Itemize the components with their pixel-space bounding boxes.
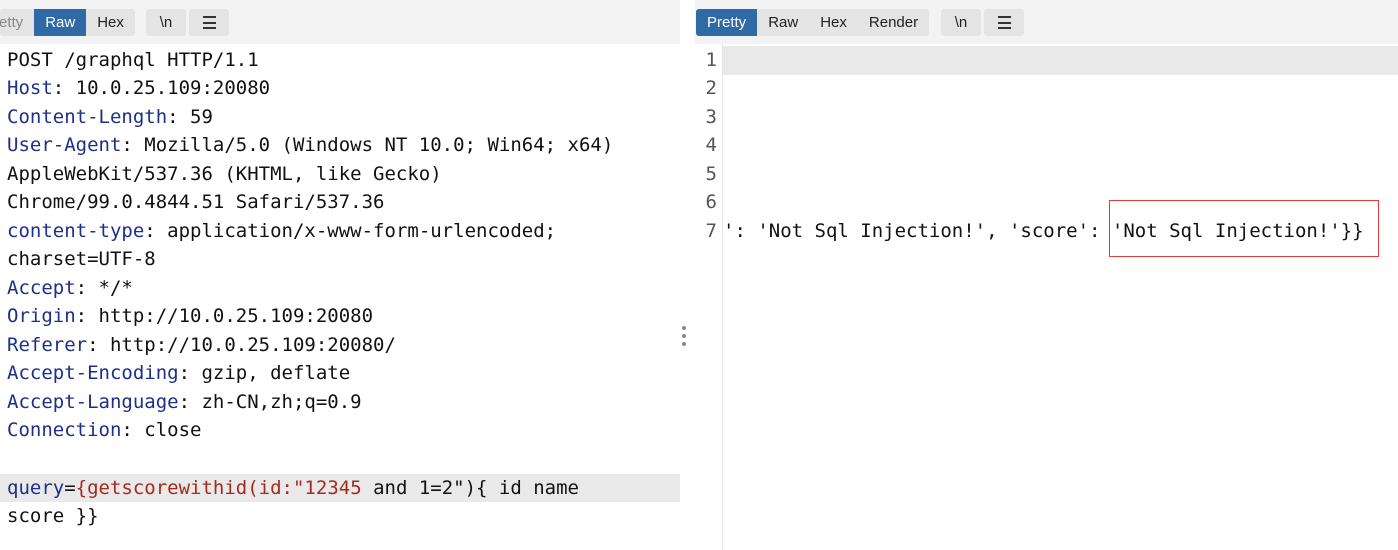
line-number: 6 <box>705 191 717 213</box>
body-param-rest: and 1=2"){ id name <box>361 477 579 499</box>
header-line: Origin: http://10.0.25.109:20080 <box>7 302 373 330</box>
hamburger-menu-icon <box>202 16 216 29</box>
current-line-highlight <box>723 46 1398 75</box>
header-key: User-Agent <box>7 134 122 156</box>
request-view-tabs: etty Raw Hex <box>0 9 135 36</box>
pane-divider <box>722 44 723 550</box>
tab-pretty[interactable]: Pretty <box>696 9 758 36</box>
pane-resize-handle[interactable] <box>681 326 687 346</box>
request-line: POST /graphql HTTP/1.1 <box>7 49 259 71</box>
header-line: Referer: http://10.0.25.109:20080/ <box>7 331 396 359</box>
header-line: Chrome/99.0.4844.51 Safari/537.36 <box>7 188 385 216</box>
header-key: Content-Length <box>7 106 168 128</box>
response-menu-button[interactable] <box>984 9 1024 36</box>
header-value: : close <box>121 419 202 441</box>
hamburger-menu-icon <box>997 16 1011 29</box>
line-number: 1 <box>705 49 717 71</box>
header-key: Accept-Language <box>7 391 179 413</box>
header-value: AppleWebKit/537.36 (KHTML, like Gecko) <box>7 163 442 185</box>
newline-toggle-button[interactable]: \n <box>941 9 981 36</box>
tab-raw[interactable]: Raw <box>34 9 87 36</box>
header-key: Accept <box>7 277 76 299</box>
header-key: Connection <box>7 419 122 441</box>
header-line: Connection: close <box>7 416 201 444</box>
tab-raw[interactable]: Raw <box>757 9 810 36</box>
header-key: content-type <box>7 220 145 242</box>
newline-label: \n <box>159 14 173 31</box>
tab-render[interactable]: Render <box>857 9 930 36</box>
line-number: 5 <box>705 163 717 185</box>
header-value: : 10.0.25.109:20080 <box>52 77 271 99</box>
header-line: charset=UTF-8 <box>7 245 156 273</box>
request-toolbar: etty Raw Hex \n <box>0 0 680 44</box>
tab-hex[interactable]: Hex <box>86 9 135 36</box>
body-line: query={getscorewithid(id:"12345 and 1=2"… <box>7 474 579 502</box>
header-line: Host: 10.0.25.109:20080 <box>7 74 270 102</box>
header-value: : Mozilla/5.0 (Windows NT 10.0; Win64; x… <box>121 134 614 156</box>
header-line: Accept-Language: zh-CN,zh;q=0.9 <box>7 388 362 416</box>
header-value: : application/x-www-form-urlencoded; <box>144 220 557 242</box>
request-menu-button[interactable] <box>189 9 229 36</box>
header-value: : 59 <box>167 106 213 128</box>
header-line: content-type: application/x-www-form-url… <box>7 217 556 245</box>
header-value: : http://10.0.25.109:20080/ <box>87 334 396 356</box>
tab-hex[interactable]: Hex <box>809 9 858 36</box>
response-line-7: ': 'Not Sql Injection!', 'score': 'Not S… <box>723 220 1364 242</box>
body-line: score }} <box>7 505 99 527</box>
response-toolbar: Pretty Raw Hex Render \n <box>695 0 1398 44</box>
header-value: Chrome/99.0.4844.51 Safari/537.36 <box>7 191 385 213</box>
line-number: 3 <box>705 106 717 128</box>
header-line: User-Agent: Mozilla/5.0 (Windows NT 10.0… <box>7 131 613 159</box>
header-line: Accept: */* <box>7 274 133 302</box>
newline-label: \n <box>954 14 968 31</box>
response-viewer[interactable]: 1 2 3 4 5 6 7 ': 'Not Sql Injection!', '… <box>695 44 1398 550</box>
header-line: Accept-Encoding: gzip, deflate <box>7 359 350 387</box>
request-editor[interactable]: POST /graphql HTTP/1.1 Host: 10.0.25.109… <box>0 44 680 550</box>
header-line: AppleWebKit/537.36 (KHTML, like Gecko) <box>7 160 442 188</box>
body-equals: = <box>64 477 76 499</box>
newline-toggle-button[interactable]: \n <box>146 9 186 36</box>
highlight-annotation-box <box>1109 200 1379 257</box>
current-line-highlight <box>0 474 680 502</box>
body-param-key: query <box>7 477 65 499</box>
header-key: Referer <box>7 334 88 356</box>
header-value: : zh-CN,zh;q=0.9 <box>178 391 362 413</box>
line-number: 7 <box>705 220 717 242</box>
header-value: : http://10.0.25.109:20080 <box>75 305 374 327</box>
header-key: Origin <box>7 305 76 327</box>
line-number: 4 <box>705 134 717 156</box>
header-key: Accept-Encoding <box>7 362 179 384</box>
line-number: 2 <box>705 77 717 99</box>
header-value: : gzip, deflate <box>178 362 351 384</box>
header-line: Content-Length: 59 <box>7 103 213 131</box>
response-view-tabs: Pretty Raw Hex Render <box>696 9 930 36</box>
body-param-value: {getscorewithid(id:"12345 <box>75 477 362 499</box>
header-value: charset=UTF-8 <box>7 248 156 270</box>
header-value: : */* <box>75 277 133 299</box>
header-key: Host <box>7 77 53 99</box>
tab-pretty[interactable]: etty <box>0 9 35 36</box>
